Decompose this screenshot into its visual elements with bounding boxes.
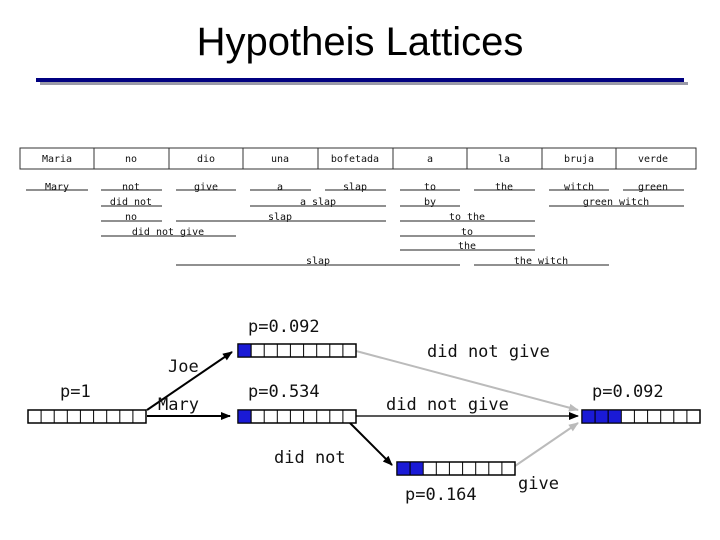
edge-label-did-not-give-top: did not give (427, 342, 550, 362)
title-underline-shadow (40, 82, 688, 85)
foreign-word: la (498, 154, 510, 165)
phrase-option: slap (343, 182, 367, 193)
phrase-option: slap (306, 256, 330, 267)
phrase-option: witch (564, 182, 594, 193)
phrase-option: Mary (45, 182, 69, 193)
phrase-option: not (122, 182, 140, 193)
node-prob-mid: p=0.534 (248, 382, 320, 402)
foreign-word: bruja (564, 154, 594, 165)
edge-label-did-not: did not (274, 448, 346, 468)
edge-arrow (349, 422, 393, 466)
phrase-option: the (495, 182, 513, 193)
phrase-option: give (194, 182, 218, 193)
foreign-word: bofetada (331, 154, 379, 165)
slide-title: Hypotheis Lattices (196, 20, 524, 64)
edge-label-mary: Mary (158, 395, 199, 415)
foreign-word: no (125, 154, 137, 165)
phrase-option: a (277, 182, 283, 193)
phrase-option: green witch (583, 197, 649, 208)
edge-arrow (146, 351, 233, 411)
foreign-word: dio (197, 154, 215, 165)
node-mid (237, 409, 357, 424)
node-start (27, 409, 147, 424)
phrase-options: Mary not give a slap to the witch green … (26, 182, 684, 267)
node-prob-end: p=0.092 (592, 382, 664, 402)
phrase-option: did not (110, 197, 152, 208)
phrase-option: by (424, 197, 436, 208)
phrase-option: did not give (132, 227, 204, 238)
node-prob-start: p=1 (60, 382, 91, 402)
phrase-option: the witch (514, 256, 568, 267)
phrase-option: to the (449, 212, 485, 223)
edge-arrow (514, 422, 579, 467)
edge-label-joe: Joe (168, 357, 199, 377)
node-prob-bottom: p=0.164 (405, 485, 477, 505)
phrase-option: a slap (300, 197, 336, 208)
phrase-option: no (125, 212, 137, 223)
foreign-word: a (427, 154, 433, 165)
phrase-option: slap (268, 212, 292, 223)
node-bottom (396, 461, 516, 476)
phrase-option: the (458, 241, 476, 252)
phrase-option: to (461, 227, 473, 238)
edge-label-give: give (518, 474, 559, 494)
foreign-word: Maria (42, 154, 72, 165)
node-top (237, 343, 357, 358)
hypothesis-lattice: p=1 p=0.092 p=0.534 p=0.164 p=0.092 Joe … (27, 317, 701, 505)
edge-label-did-not-give-mid: did not give (386, 395, 509, 415)
title-underline (36, 78, 684, 82)
foreign-word: verde (638, 154, 668, 165)
edge-arrow (355, 350, 579, 412)
phrase-option: green (638, 182, 668, 193)
node-prob-top: p=0.092 (248, 317, 320, 337)
node-end (581, 409, 701, 424)
phrase-option: to (424, 182, 436, 193)
foreign-word: una (271, 154, 289, 165)
foreign-sentence-table: Maria no dio una bofetada a la bruja ver… (19, 147, 697, 170)
